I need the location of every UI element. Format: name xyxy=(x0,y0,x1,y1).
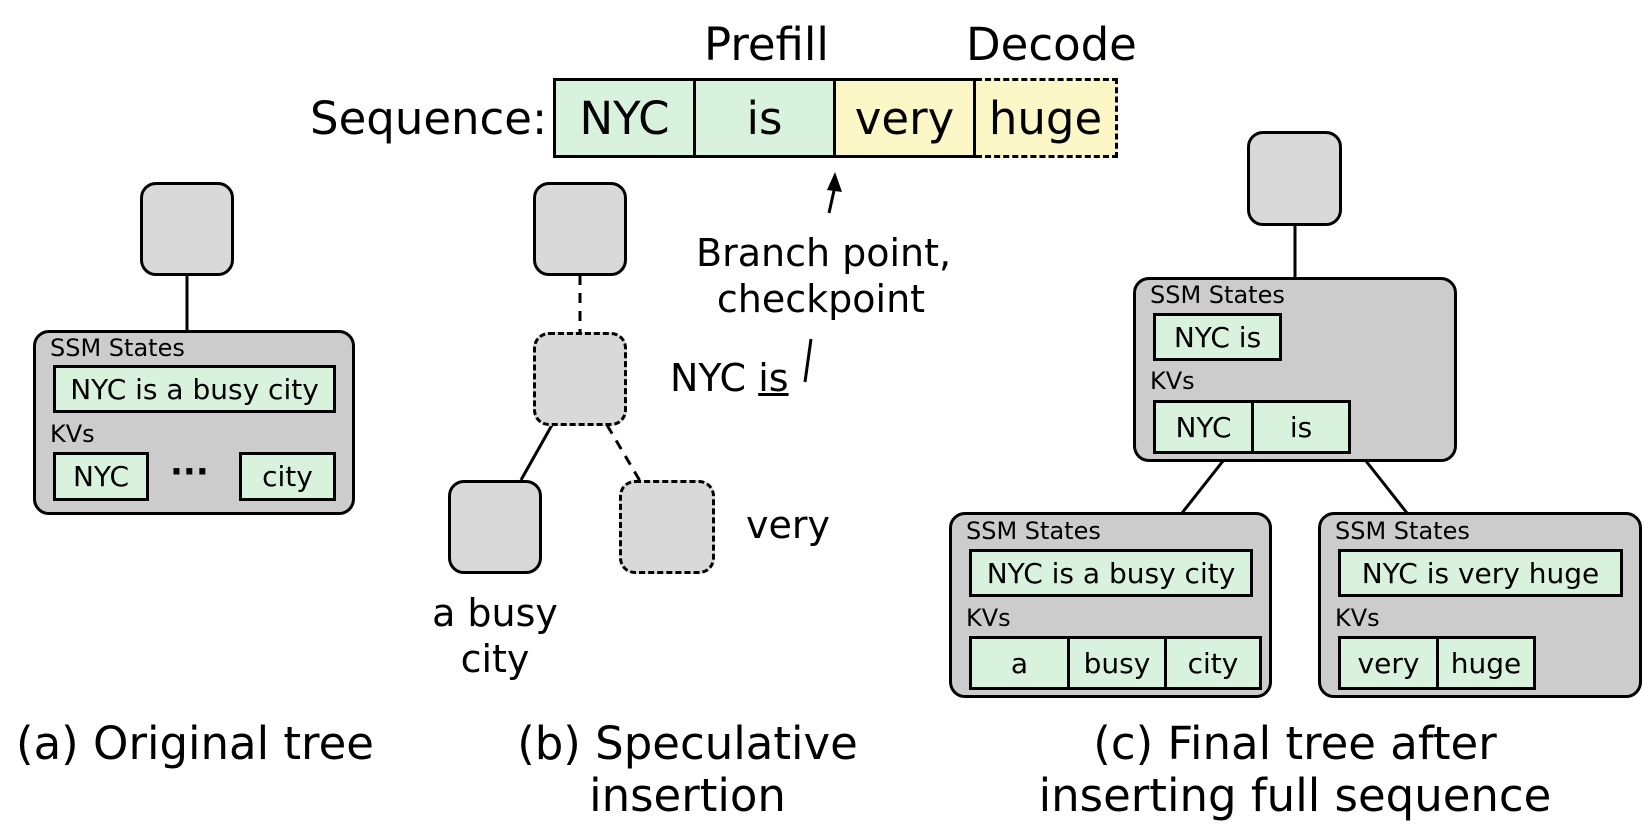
tree-b-right-child-node xyxy=(619,480,715,574)
tree-c-left-kv-city: city xyxy=(1167,636,1262,690)
tree-b-a-busy-label: a busy xyxy=(432,591,558,635)
caption-b-line2: insertion xyxy=(589,769,786,822)
tree-a-root-node xyxy=(140,182,234,276)
tree-c-right-kvs-label: KVs xyxy=(1335,604,1380,632)
edge-c-left xyxy=(1180,460,1225,514)
tree-b-nyc-text: NYC xyxy=(670,356,747,400)
tree-a-ssm-value: NYC is a busy city xyxy=(53,365,336,413)
tree-b-left-child-node xyxy=(448,480,542,574)
seq-token-very: very xyxy=(836,78,976,158)
tree-c-left-kvs: a busy city xyxy=(969,636,1262,690)
seq-token-is: is xyxy=(696,78,836,158)
tree-c-root-node xyxy=(1247,131,1342,226)
branch-arrow-head xyxy=(827,172,842,192)
caption-b-line1: (b) Speculative xyxy=(517,717,858,770)
tree-c-mid-ssm-value: NYC is xyxy=(1153,313,1282,361)
tree-c-mid-kv-nyc: NYC xyxy=(1153,400,1254,454)
tree-c-right-kv-very: very xyxy=(1338,636,1439,690)
branch-pointer-line xyxy=(803,338,813,383)
tree-b-is-underlined: is xyxy=(758,356,789,400)
tree-a-kvs-label: KVs xyxy=(50,420,95,448)
tree-a-ssm-label: SSM States xyxy=(50,334,185,362)
caption-c-line1: (c) Final tree after xyxy=(1093,717,1497,770)
tree-a-kv-city: city xyxy=(239,452,336,501)
tree-c-mid-ssm-label: SSM States xyxy=(1150,281,1285,309)
tree-c-left-ssm-label: SSM States xyxy=(966,517,1101,545)
tree-b-root-node xyxy=(533,182,627,276)
tree-c-mid-kv-is: is xyxy=(1254,400,1351,454)
edge-c-right xyxy=(1364,460,1409,514)
tree-c-right-ssm-value: NYC is very huge xyxy=(1338,549,1623,597)
tree-c-left-ssm-value: NYC is a busy city xyxy=(969,549,1253,597)
branch-point-line2: checkpoint xyxy=(716,277,926,321)
tree-a-kv-nyc: NYC xyxy=(53,452,149,501)
tree-c-right-kv-huge: huge xyxy=(1439,636,1536,690)
tree-c-mid-kvs-label: KVs xyxy=(1150,367,1195,395)
sequence-bar: NYC is very huge xyxy=(553,78,1118,158)
prefill-label: Prefill xyxy=(704,18,829,71)
tree-b-speculative-node xyxy=(533,332,627,426)
tree-b-nyc-is-label: NYC is xyxy=(670,356,789,400)
tree-c-left-kvs-label: KVs xyxy=(966,604,1011,632)
seq-token-huge: huge xyxy=(976,78,1118,158)
tree-a-kv-ellipsis: ··· xyxy=(170,452,209,492)
caption-a: (a) Original tree xyxy=(16,717,374,770)
seq-token-nyc: NYC xyxy=(553,78,696,158)
branch-point-line1: Branch point, xyxy=(696,231,952,275)
tree-c-right-ssm-label: SSM States xyxy=(1335,517,1470,545)
sequence-label: Sequence: xyxy=(310,92,548,145)
tree-b-city-label: city xyxy=(460,637,530,681)
tree-c-left-kv-busy: busy xyxy=(1070,636,1167,690)
edge-b-spec-right xyxy=(605,424,642,482)
decode-label: Decode xyxy=(966,18,1137,71)
tree-c-mid-kvs: NYC is xyxy=(1153,400,1351,454)
caption-c-line2: inserting full sequence xyxy=(1038,769,1552,822)
tree-b-very-label: very xyxy=(746,503,830,547)
edge-b-spec-left xyxy=(519,424,554,481)
tree-c-right-kvs: very huge xyxy=(1338,636,1536,690)
tree-c-left-kv-a: a xyxy=(969,636,1070,690)
